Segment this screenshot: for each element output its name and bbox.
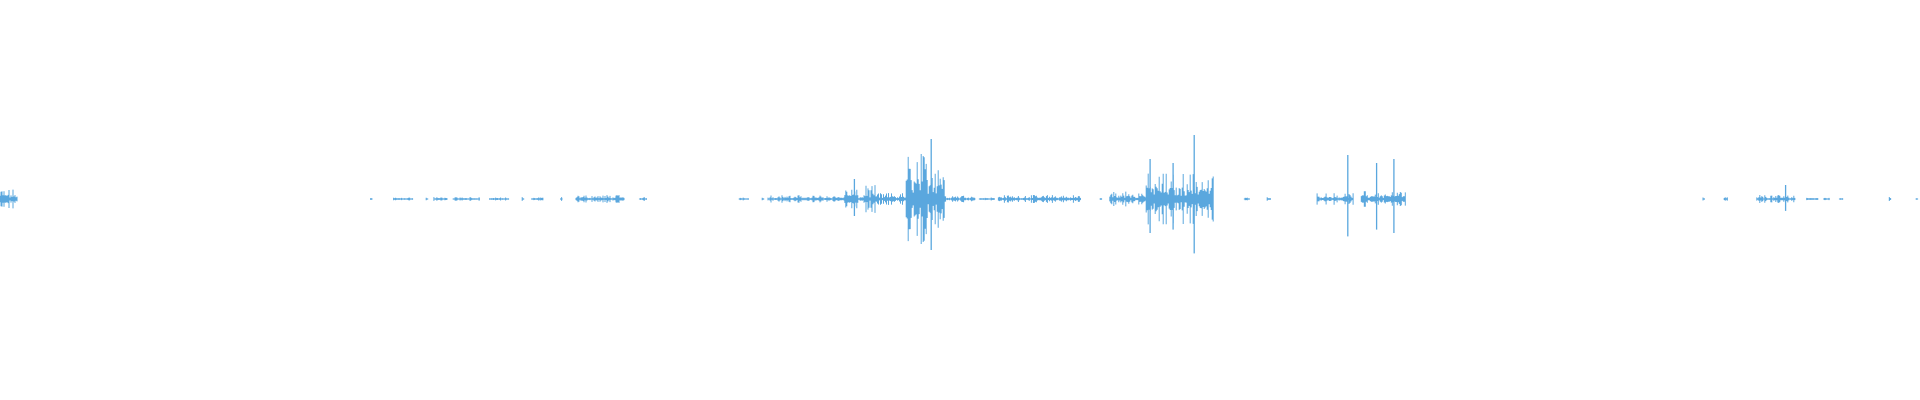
waveform-amplitude [1099, 198, 1102, 200]
waveform-amplitude [531, 197, 544, 201]
waveform-amplitude [1888, 197, 1891, 201]
waveform-amplitude [433, 197, 448, 201]
waveform-amplitude [560, 197, 563, 201]
waveform-amplitude [944, 195, 976, 203]
waveform-amplitude [857, 197, 864, 201]
waveform-amplitude [761, 197, 764, 201]
waveform-amplitude [767, 195, 845, 203]
waveform-amplitude [575, 195, 625, 203]
waveform-amplitude [1756, 195, 1796, 203]
waveform-amplitude [1702, 197, 1705, 201]
waveform-amplitude [875, 193, 906, 205]
waveform-amplitude [1243, 197, 1250, 201]
waveform-marks [0, 135, 1919, 254]
waveform-amplitude [0, 189, 18, 209]
waveform-amplitude [1109, 191, 1147, 207]
waveform-amplitude [978, 197, 995, 201]
waveform-amplitude [863, 185, 876, 213]
waveform-amplitude [489, 197, 510, 201]
waveform-amplitude [905, 154, 945, 244]
waveform-amplitude [738, 197, 749, 201]
waveform-amplitude [638, 197, 647, 201]
waveform-amplitude [1915, 198, 1918, 200]
waveform-amplitude [1806, 197, 1819, 201]
waveform-amplitude [393, 197, 414, 201]
waveform-amplitude [521, 197, 524, 201]
waveform-amplitude [1838, 198, 1843, 200]
waveform-amplitude [370, 198, 373, 200]
waveform-amplitude [452, 197, 480, 201]
waveform-amplitude [1823, 197, 1830, 201]
waveform-amplitude [1145, 173, 1214, 225]
waveform-amplitude [1316, 193, 1354, 205]
waveform-amplitude [997, 195, 1081, 203]
waveform-amplitude [1723, 197, 1728, 201]
waveform-amplitude [1266, 197, 1271, 201]
waveform-amplitude [425, 197, 428, 201]
